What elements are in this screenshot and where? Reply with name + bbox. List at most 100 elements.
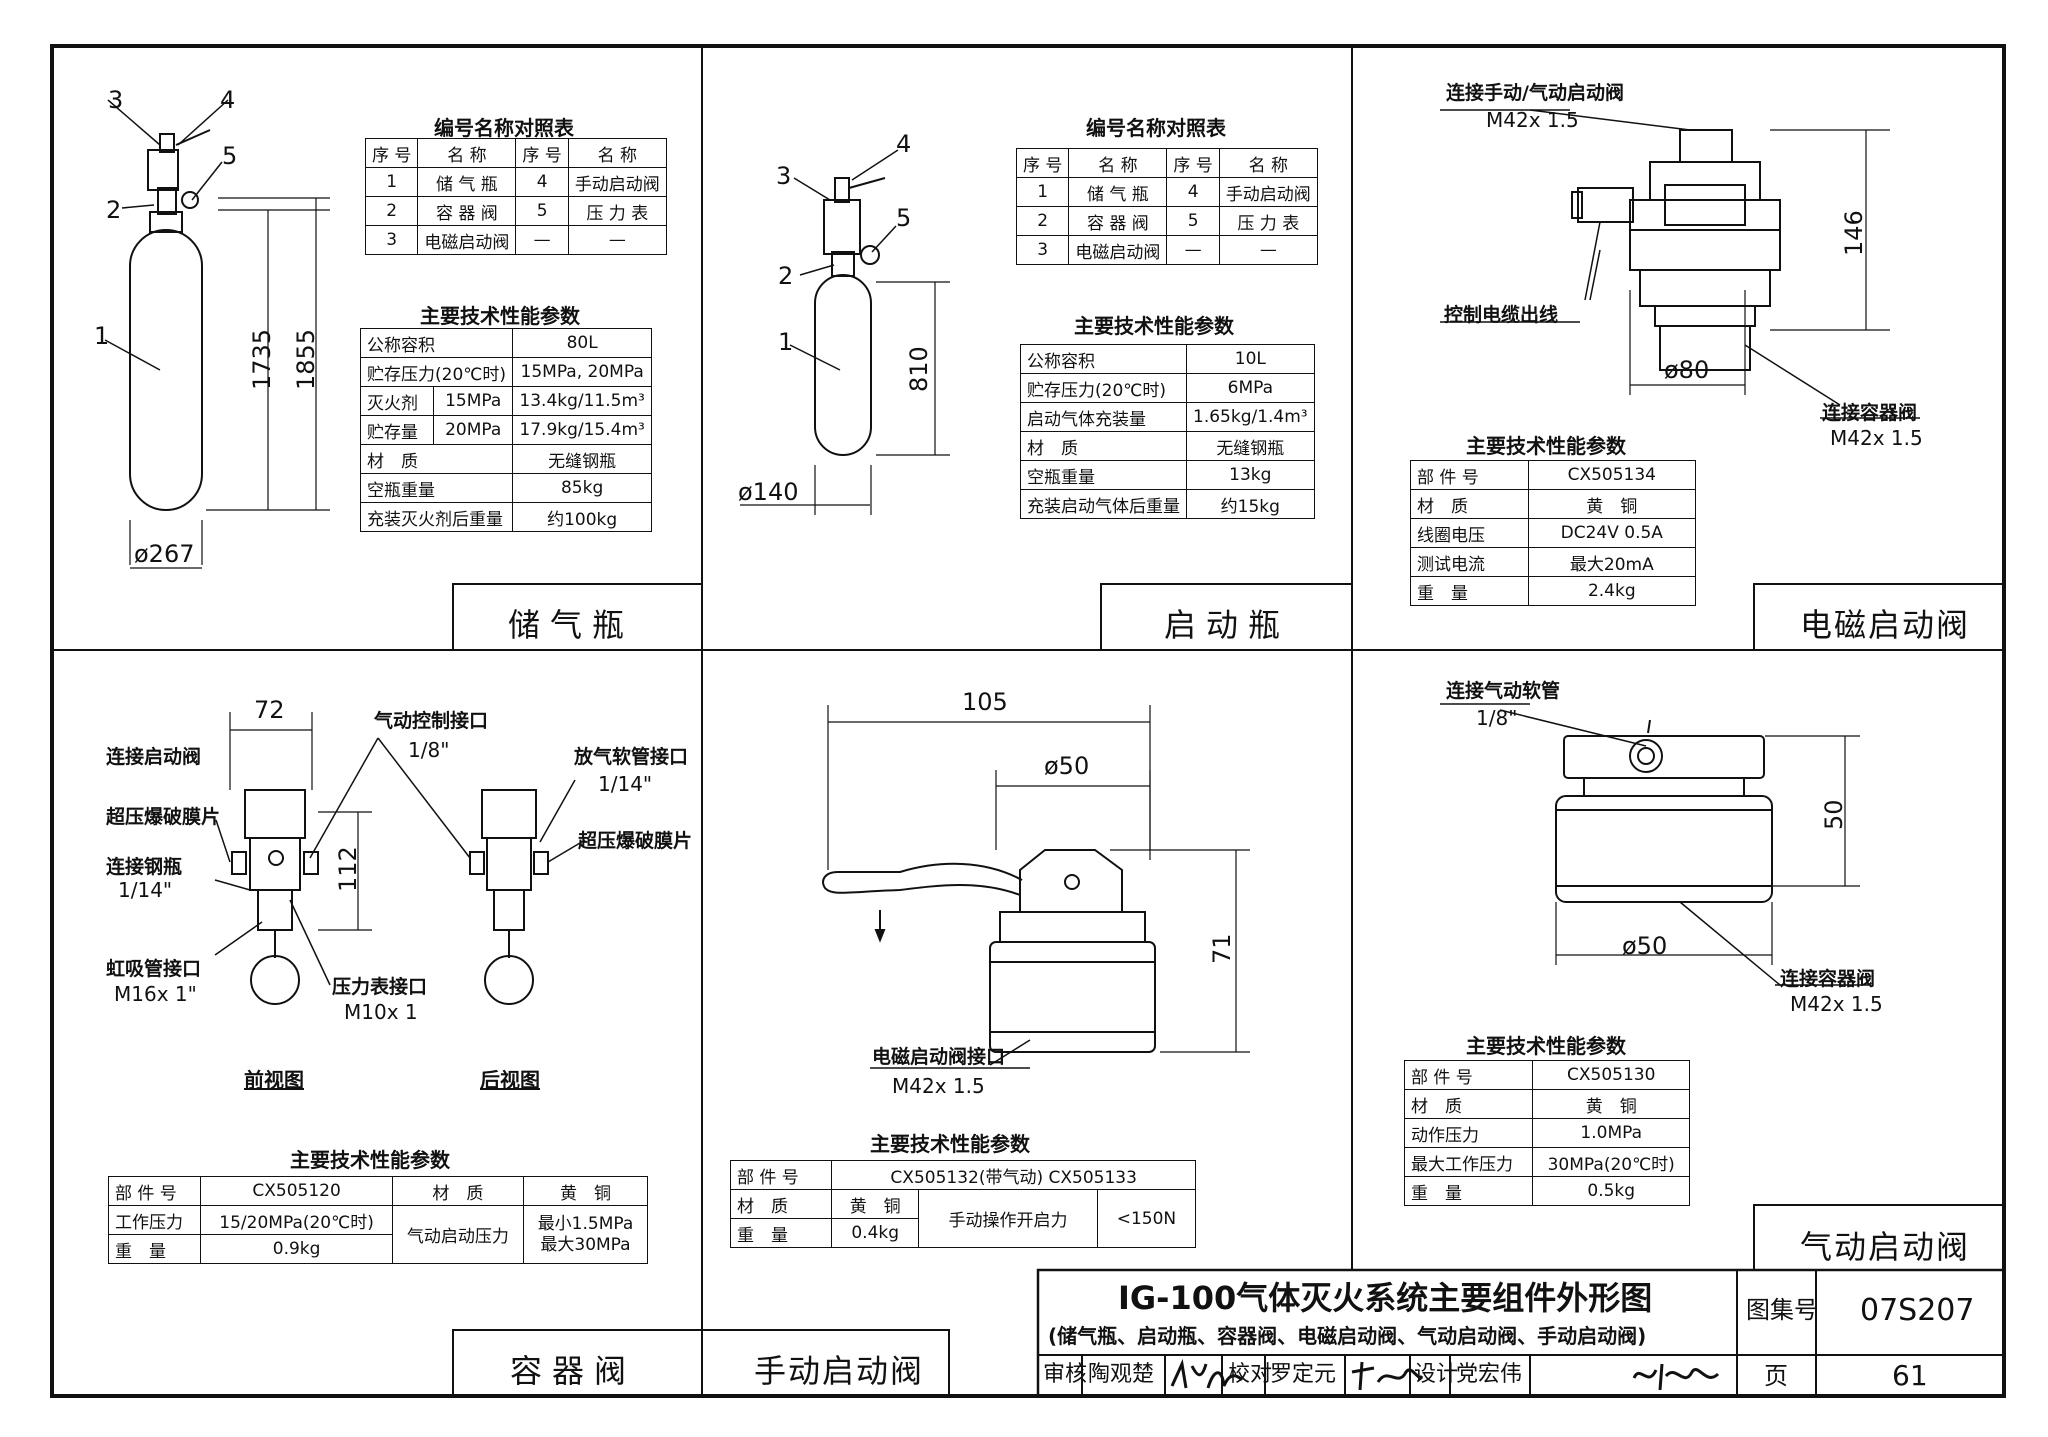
- label-5: 5: [222, 142, 238, 170]
- ref-header: 序 号: [364, 138, 419, 168]
- max-pressure: 最大30MPa: [540, 1234, 631, 1255]
- page-number: 61: [1892, 1359, 1928, 1392]
- dim-height: 146: [1840, 210, 1868, 256]
- reviewer-name: 陶观楚: [1088, 1362, 1155, 1387]
- spec-caption: 主要技术性能参数: [1074, 314, 1234, 338]
- starter-cylinder-drawing: [740, 149, 950, 515]
- ref-header: 名 称: [567, 138, 667, 168]
- panel-title: 启动瓶: [1164, 606, 1291, 644]
- vent-size: 1/14": [598, 772, 653, 796]
- panel-title: 手动启动阀: [754, 1352, 925, 1390]
- atlas-number: 07S207: [1860, 1293, 1975, 1328]
- page-label: 页: [1764, 1362, 1788, 1390]
- table-row: 材 质 黄 铜 手动操作开启力 <150N: [729, 1189, 1197, 1248]
- spec-caption: 主要技术性能参数: [420, 304, 580, 328]
- port-label: 电磁启动阀接口: [872, 1046, 1006, 1068]
- ref-table: 序 号 名 称 序 号 名 称 1 储 气 瓶 4 手动启动阀 2 容 器 阀 …: [1015, 148, 1318, 265]
- manual-valve-drawing: [822, 705, 1250, 1066]
- port-thread: M42x 1.5: [892, 1074, 985, 1098]
- designer-name: 党宏伟: [1456, 1362, 1523, 1387]
- ref-table: 序 号 名 称 序 号 名 称 1 储 气 瓶 4 手动启动阀 2 容 器 阀 …: [364, 138, 667, 255]
- label-4: 4: [896, 130, 912, 158]
- top-connection-label: 连接手动/气动启动阀: [1446, 82, 1624, 104]
- dim-diameter: ø80: [1664, 356, 1710, 384]
- spec-caption: 主要技术性能参数: [870, 1132, 1030, 1156]
- panel-title: 储气瓶: [508, 606, 635, 644]
- table-row: 材 质黄 铜: [1403, 1089, 1690, 1119]
- label-1: 1: [94, 322, 110, 350]
- dim-height: 810: [905, 346, 933, 392]
- ref-table-caption: 编号名称对照表: [1086, 116, 1226, 140]
- ref-header: 名 称: [417, 138, 517, 168]
- label-2: 2: [106, 196, 122, 224]
- spec-caption: 主要技术性能参数: [1466, 1034, 1626, 1058]
- solenoid-valve-drawing: [1529, 109, 1890, 406]
- front-view-label: 前视图: [244, 1068, 304, 1092]
- dim-height-1855: 1855: [292, 328, 320, 390]
- table-row: 1 储 气 瓶 4 手动启动阀: [1015, 177, 1318, 207]
- burst-disc-right-label: 超压爆破膜片: [578, 830, 693, 852]
- gauge-size: M10x 1: [344, 1000, 418, 1024]
- siphon-size: M16x 1": [114, 982, 197, 1006]
- table-row: 贮存压力(20℃时)6MPa: [1020, 373, 1315, 403]
- dim-height-1735: 1735: [248, 328, 276, 390]
- top-connection-label: 连接气动软管: [1446, 680, 1561, 702]
- top-thread: M42x 1.5: [1486, 108, 1579, 132]
- ref-header: 名 称: [1218, 148, 1318, 178]
- drawing-title: IG-100气体灭火系统主要组件外形图: [1118, 1279, 1653, 1317]
- gauge-port-label: 压力表接口: [332, 976, 428, 998]
- back-view-label: 后视图: [480, 1068, 540, 1092]
- dim-width: 105: [962, 688, 1008, 716]
- pneumatic-size: 1/8": [408, 738, 450, 762]
- table-row: 材 质无缝钢瓶: [359, 444, 652, 474]
- review-label: 审核: [1043, 1362, 1088, 1387]
- min-pressure: 最小1.5MPa: [537, 1214, 634, 1235]
- dim-diameter: ø140: [738, 478, 799, 506]
- outer-frame: [50, 44, 2006, 1398]
- dim-diameter: ø267: [134, 540, 195, 568]
- vent-hose-label: 放气软管接口: [574, 746, 689, 768]
- dim-diameter: ø50: [1622, 932, 1668, 960]
- table-row: 3 电磁启动阀 — —: [364, 225, 667, 255]
- bottom-thread: M42x 1.5: [1830, 426, 1923, 450]
- table-row: 贮存压力(20℃时)15MPa, 20MPa: [359, 357, 652, 387]
- container-valve-drawing: [214, 712, 586, 1005]
- design-label: 设计: [1414, 1362, 1459, 1387]
- label-2: 2: [778, 262, 794, 290]
- table-row: 材 质黄 铜: [1410, 489, 1697, 519]
- panel-title: 气动启动阀: [1800, 1228, 1971, 1266]
- table-row: 重 量 0.4kg: [729, 1218, 1196, 1248]
- panel-title: 容器阀: [510, 1352, 637, 1390]
- atlas-label: 图集号: [1746, 1296, 1818, 1324]
- ref-table-caption: 编号名称对照表: [434, 116, 574, 140]
- siphon-label: 虹吸管接口: [106, 958, 202, 980]
- burst-disc-left-label: 超压爆破膜片: [106, 806, 221, 828]
- label-1: 1: [778, 328, 794, 356]
- signature-checker: [1351, 1361, 1424, 1391]
- bottle-connection-label: 连接钢瓶: [106, 856, 183, 878]
- checker-name: 罗定元: [1270, 1362, 1337, 1387]
- storage-cylinder-drawing: [104, 99, 330, 569]
- table-row: 灭火剂 15MPa 13.4kg/11.5m³: [359, 386, 652, 416]
- dim-width: 72: [254, 696, 285, 724]
- drawing-subtitle: (储气瓶、启动瓶、容器阀、电磁启动阀、气动启动阀、手动启动阀): [1048, 1324, 1647, 1348]
- bottom-thread: M42x 1.5: [1790, 992, 1883, 1016]
- start-valve-label: 连接启动阀: [106, 746, 202, 768]
- table-row: 2 容 器 阀 5 压 力 表: [364, 196, 667, 226]
- panel-title: 电磁启动阀: [1800, 606, 1971, 644]
- ref-header: 序 号: [515, 138, 569, 168]
